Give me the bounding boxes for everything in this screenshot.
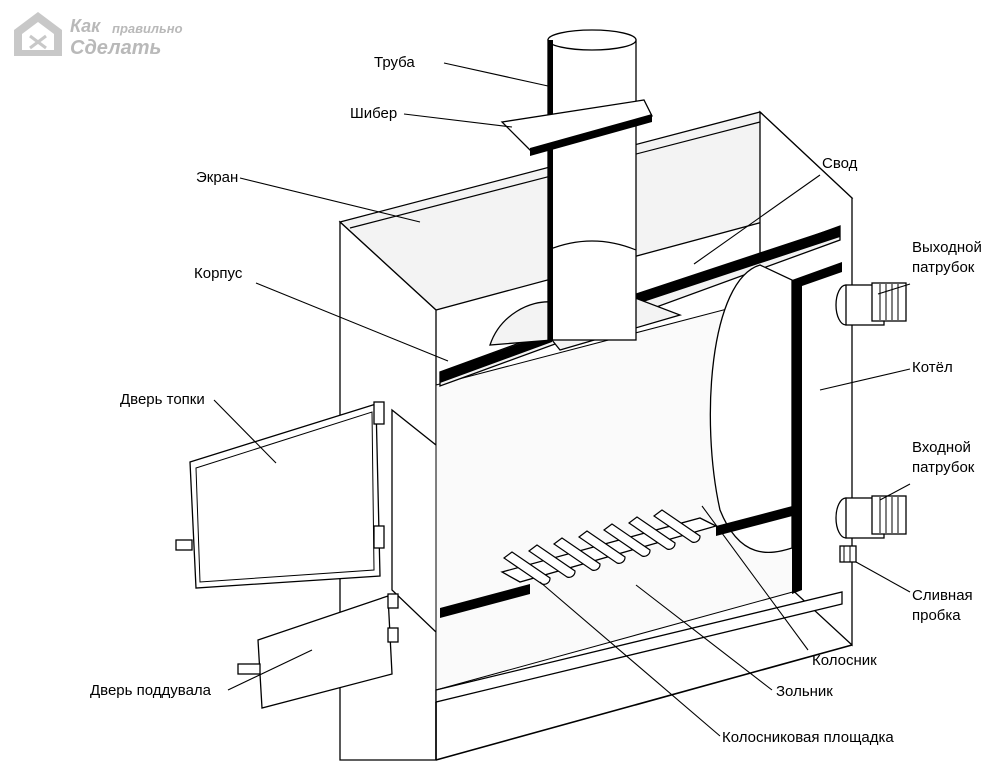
output-pipe <box>835 282 907 326</box>
bottom-plate <box>435 591 843 703</box>
svod-left-curve <box>489 301 553 346</box>
grate-bars <box>502 509 701 585</box>
pipe-top <box>547 29 637 51</box>
watermark-logo: Как правильно Сделать <box>14 12 183 59</box>
label-kolosnik: Колосник <box>812 652 877 669</box>
svod <box>439 225 841 387</box>
ashpit-door <box>257 595 393 709</box>
watermark-line2: Сделать <box>70 37 161 59</box>
label-truba: Труба <box>374 54 415 71</box>
label-vhodnoy-2: патрубок <box>912 459 975 476</box>
label-svod: Свод <box>822 155 858 172</box>
kotel-boiler <box>709 262 907 594</box>
label-slivnaya-2: пробка <box>912 607 961 624</box>
leader-lines <box>213 62 911 737</box>
drain-plug <box>839 545 857 563</box>
kolosnik-grate <box>440 504 800 618</box>
labels: Труба Шибер Экран Свод Корпус Выходной п… <box>90 54 982 746</box>
label-vhodnoy-1: Входной <box>912 439 971 456</box>
watermark-line1: Как <box>70 16 101 36</box>
label-zolnik: Зольник <box>776 683 833 700</box>
house-icon <box>14 12 62 56</box>
label-korpus: Корпус <box>194 265 243 282</box>
label-slivnaya-1: Сливная <box>912 587 973 604</box>
truba-pipe <box>547 29 637 341</box>
label-ekran: Экран <box>196 169 238 186</box>
watermark-line1-small: правильно <box>112 21 183 36</box>
shiber-damper <box>500 99 653 156</box>
label-dver-topki: Дверь топки <box>120 391 205 408</box>
input-pipe <box>835 495 907 539</box>
label-shiber: Шибер <box>350 105 397 122</box>
label-dver-podduvala: Дверь поддувала <box>90 682 212 699</box>
boiler-front <box>709 264 793 553</box>
pipe-body <box>547 39 637 341</box>
label-kolosnikovaya: Колосниковая площадка <box>722 729 894 746</box>
label-vyhodnoy-2: патрубок <box>912 259 975 276</box>
dver-topki <box>175 401 385 589</box>
firebox-door <box>189 403 381 589</box>
label-kotel: Котёл <box>912 359 953 376</box>
label-vyhodnoy-1: Выходной <box>912 239 982 256</box>
dver-podduvala <box>237 593 399 709</box>
